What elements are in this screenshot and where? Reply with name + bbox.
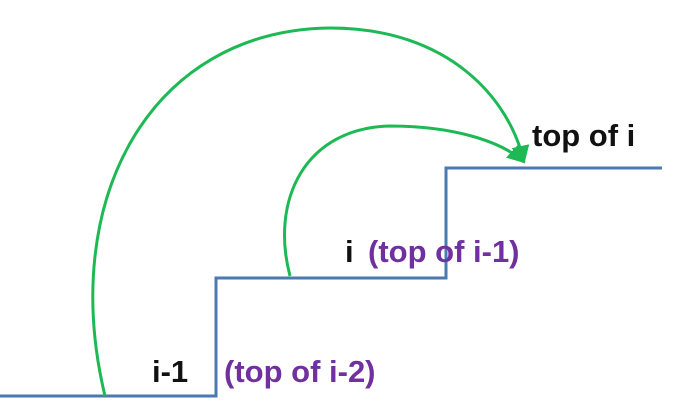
label-top-of-i: top of i — [532, 118, 635, 153]
label-step-i: i — [345, 234, 354, 269]
label-step-i-minus-1-alias: (top of i-2) — [224, 354, 376, 389]
label-step-i-minus-1: i-1 — [152, 354, 188, 389]
label-step-i-alias: (top of i-1) — [368, 234, 520, 269]
jump-one-step-arrow — [283, 124, 526, 277]
staircase-outline — [0, 166, 662, 398]
jump-two-steps-arrow — [91, 26, 530, 397]
